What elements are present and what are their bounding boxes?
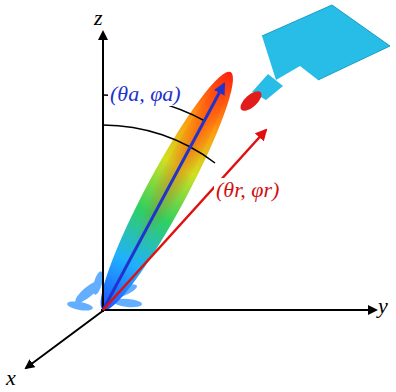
axis-label: y [378,294,388,318]
target-direction-arrow [103,130,266,310]
axis-label: z [94,6,103,30]
x-axis [26,310,104,368]
angle-label: (θa, φa) [108,82,183,106]
z-axis [102,32,104,312]
axis-label: x [6,366,16,390]
y-axis [101,309,376,311]
target-vehicle [237,5,390,114]
angle-label: (θr, φr) [214,178,281,202]
